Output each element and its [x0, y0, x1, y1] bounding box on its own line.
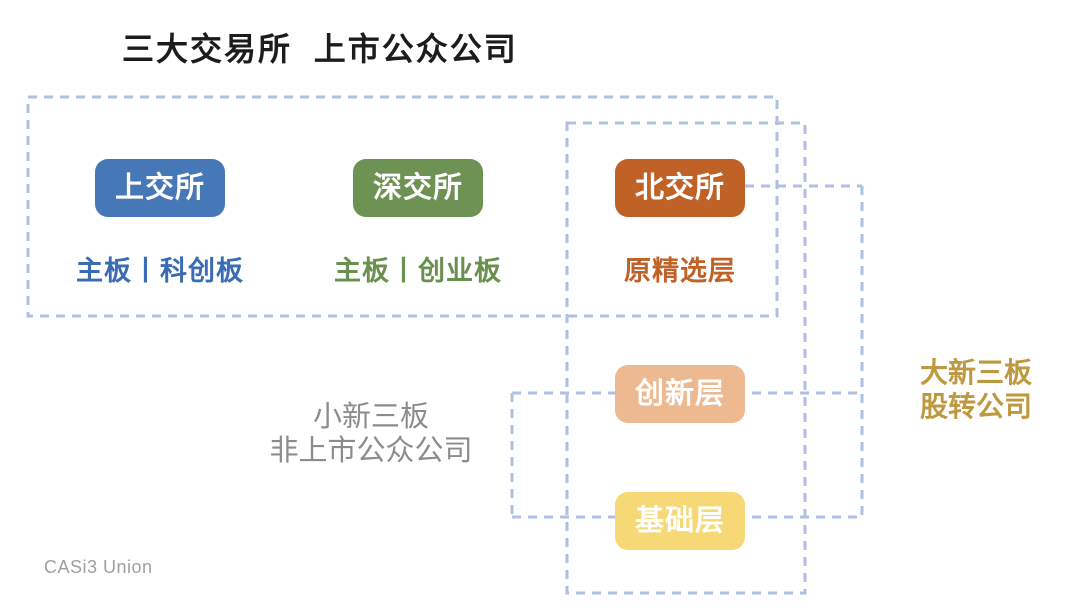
tier-card-base: 基础层 — [615, 492, 745, 550]
big-neeq-line2: 股转公司 — [920, 391, 1033, 422]
small-neeq-line2: 非上市公众公司 — [269, 435, 473, 467]
tier-card-innovation: 创新层 — [615, 365, 745, 423]
exchange-card-shenzhen: 深交所 — [353, 159, 483, 217]
shanghai-boards-label: 主板丨科创板 — [76, 256, 244, 286]
big-neeq-line1: 大新三板 — [920, 357, 1033, 388]
beijing-former-tier-label: 原精选层 — [624, 256, 736, 286]
exchange-card-shanghai: 上交所 — [95, 159, 225, 217]
small-neeq-annotation: 小新三板 非上市公众公司 — [221, 400, 521, 468]
small-neeq-line1: 小新三板 — [312, 401, 429, 433]
big-neeq-annotation: 大新三板 股转公司 — [920, 356, 1070, 424]
watermark: CASi3 Union — [44, 557, 153, 577]
page-title: 三大交易所 上市公众公司 — [122, 31, 518, 67]
shenzhen-boards-label: 主板丨创业板 — [334, 256, 502, 286]
exchange-card-beijing: 北交所 — [615, 159, 745, 217]
